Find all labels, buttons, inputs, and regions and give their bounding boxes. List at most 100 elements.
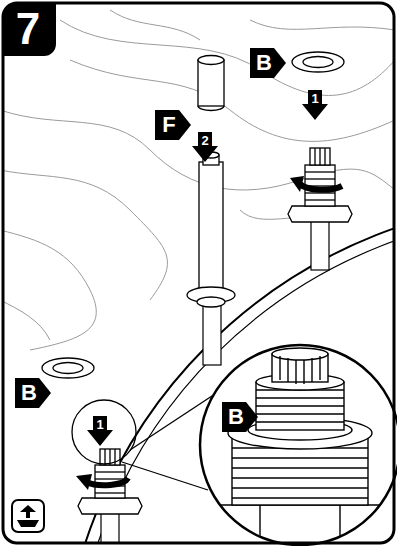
callout-number: 1	[96, 418, 103, 431]
right-fitting	[319, 148, 320, 165]
left-fitting	[95, 492, 125, 493]
step-number: 7	[16, 7, 40, 51]
part-letter: B	[21, 382, 37, 404]
ground-contours	[70, 60, 393, 141]
left-fitting	[78, 498, 142, 514]
step-arrow	[93, 416, 107, 430]
right-fitting	[288, 206, 352, 222]
pool-wall	[60, 200, 393, 542]
ground-contours	[4, 300, 50, 340]
washer	[42, 358, 94, 378]
pool-icon	[12, 500, 44, 532]
right-fitting	[310, 148, 330, 165]
washer	[53, 363, 83, 374]
zoom-fitting	[232, 457, 368, 458]
right-fitting	[314, 148, 315, 165]
right-fitting	[305, 171, 335, 172]
tube-f	[198, 60, 224, 106]
tube-f	[198, 56, 224, 65]
part-flag	[222, 402, 258, 432]
middle-fitting	[187, 152, 235, 307]
middle-fitting	[199, 162, 223, 292]
part-letter: B	[228, 406, 244, 428]
pool-pipes	[311, 215, 329, 270]
pool-icon	[26, 512, 30, 518]
step-arrow	[192, 146, 218, 162]
turn-arrow	[86, 478, 128, 485]
tube-f	[198, 106, 224, 111]
part-flag	[155, 110, 191, 140]
pool-wall	[60, 200, 393, 542]
zoom-fitting	[232, 477, 368, 478]
zoom-circle	[200, 345, 397, 545]
tube-f	[198, 56, 224, 111]
right-fitting	[305, 178, 335, 179]
right-fitting	[305, 199, 335, 200]
part-flag	[250, 48, 286, 78]
zoom-fitting	[232, 497, 368, 498]
ground-contours	[4, 230, 96, 350]
left-fitting	[95, 471, 125, 472]
zoom-fitting	[256, 413, 344, 414]
ground-contours	[60, 20, 393, 95]
detail-marker	[72, 400, 136, 464]
zoom-fitting	[232, 467, 368, 468]
turn-arrow	[290, 176, 304, 192]
washer	[292, 52, 344, 72]
zoom-fitting	[287, 358, 288, 382]
step-arrow	[192, 132, 218, 162]
zoom-fitting	[295, 360, 296, 384]
pool-pipes	[203, 305, 221, 365]
washer	[292, 52, 344, 72]
right-fitting	[288, 148, 352, 222]
zoom-fitting	[259, 505, 260, 545]
step-arrow	[198, 132, 212, 146]
ground-contours	[250, 20, 393, 30]
left-fitting	[100, 449, 120, 465]
ground-contours	[110, 10, 200, 40]
panel-frame	[3, 3, 394, 543]
washer	[303, 57, 333, 68]
zoom-fitting	[279, 356, 280, 380]
pool-icon	[12, 500, 44, 532]
zoom-fitting	[319, 356, 320, 380]
pool-wall	[72, 212, 393, 542]
zoom-fitting	[232, 487, 368, 488]
part-flag	[15, 48, 286, 432]
detail-marker	[122, 462, 208, 490]
step-arrow	[308, 90, 322, 104]
zoom-fitting	[256, 405, 344, 406]
zoom-fitting	[303, 360, 304, 384]
turn-arrow	[76, 474, 128, 490]
turn-arrow	[76, 474, 92, 490]
washer	[42, 358, 94, 378]
callout-number: 2	[201, 134, 208, 147]
callout-number: 1	[311, 92, 318, 105]
left-fitting	[109, 449, 110, 465]
zoom-fitting	[256, 397, 344, 398]
step-arrow	[87, 416, 113, 446]
part-letter: F	[162, 114, 175, 136]
step-badge	[3, 3, 56, 56]
pool-icon	[17, 520, 39, 527]
step-arrow	[302, 104, 328, 120]
part-letter: B	[256, 52, 272, 74]
zoom-fitting	[339, 505, 340, 545]
pool-pipes	[101, 510, 119, 543]
step-arrow	[302, 90, 328, 120]
zoom-fitting	[311, 358, 312, 382]
part-flag	[15, 378, 51, 408]
ground-contours	[4, 170, 167, 300]
middle-fitting	[197, 297, 225, 307]
left-fitting	[95, 478, 125, 479]
detail-marker	[72, 392, 218, 490]
turn-arrow	[290, 176, 342, 192]
right-fitting	[324, 148, 325, 165]
step-arrow	[87, 430, 113, 446]
pool-icon	[20, 505, 36, 512]
left-fitting	[104, 449, 105, 465]
turn-arrow	[300, 184, 342, 190]
zoom-fitting	[256, 421, 344, 422]
